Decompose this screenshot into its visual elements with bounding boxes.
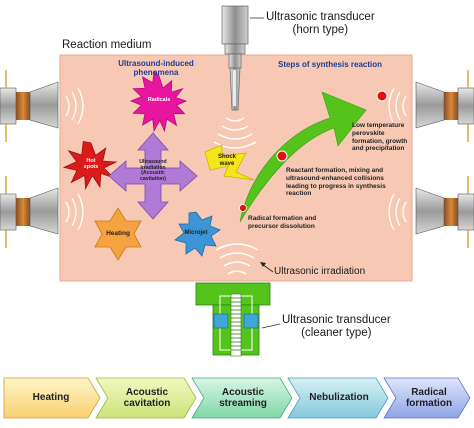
curved-arrow-icon: [239, 91, 367, 223]
step-dot-top: [376, 90, 388, 102]
microjet-burst: [174, 211, 221, 257]
hot-spots-label: Hot spots: [83, 158, 99, 171]
flow-acoustic-cavitation: Acoustic cavitation: [123, 386, 171, 410]
heating-star: [94, 207, 142, 261]
step-reactant-formation: Reactant formation, mixing and ultrasoun…: [286, 167, 386, 198]
cavitation-label: Ultrasound irradiation (Acoustic cavitat…: [139, 159, 167, 183]
irradiation-label: Ultrasonic irradiation: [274, 266, 366, 277]
side-sound-waves: [65, 87, 407, 231]
step-perovskite: Low temperature perovskite formation, gr…: [352, 122, 408, 153]
radicals-label: Radicals: [147, 97, 171, 103]
process-flow: [3, 377, 471, 419]
cleaner-transducer-label: Ultrasonic transducer (cleaner type): [282, 314, 391, 339]
steps-header: Steps of synthesis reaction: [277, 60, 383, 69]
microjet-label: Microjet: [184, 230, 208, 236]
shock-wave-label: Shock wave: [217, 154, 236, 167]
flow-radical-formation: Radical formation: [405, 386, 453, 410]
hot-spots-burst: [62, 141, 118, 191]
step-dot-bottom: [239, 204, 247, 212]
horn-transducer-label: Ultrasonic transducer (horn type): [266, 11, 375, 36]
lightning-icon: [204, 144, 255, 181]
transducer-horn-icon: [221, 5, 249, 111]
radicals-burst: [129, 70, 188, 133]
cleaner-pointer: [261, 323, 281, 329]
irradiation-pointer: [260, 262, 274, 273]
step-radical-formation: Radical formation and precursor dissolut…: [248, 215, 317, 230]
flow-acoustic-streaming: Acoustic streaming: [219, 386, 267, 410]
bottom-sound-waves: [215, 243, 259, 275]
cavitation-cross: [108, 132, 198, 220]
flow-heating: Heating: [32, 392, 70, 404]
transducer-side-icon: [0, 70, 474, 248]
phenomena-header: Ultrasound-induced phenomena: [118, 59, 194, 77]
reaction-medium-label: Reaction medium: [62, 39, 152, 51]
flow-nebulization: Nebulization: [309, 392, 369, 404]
heating-label: Heating: [106, 230, 130, 237]
sound-wave-icon: [213, 117, 257, 149]
cleaner-transducer-icon: [195, 282, 271, 357]
step-dot-middle: [276, 150, 288, 162]
